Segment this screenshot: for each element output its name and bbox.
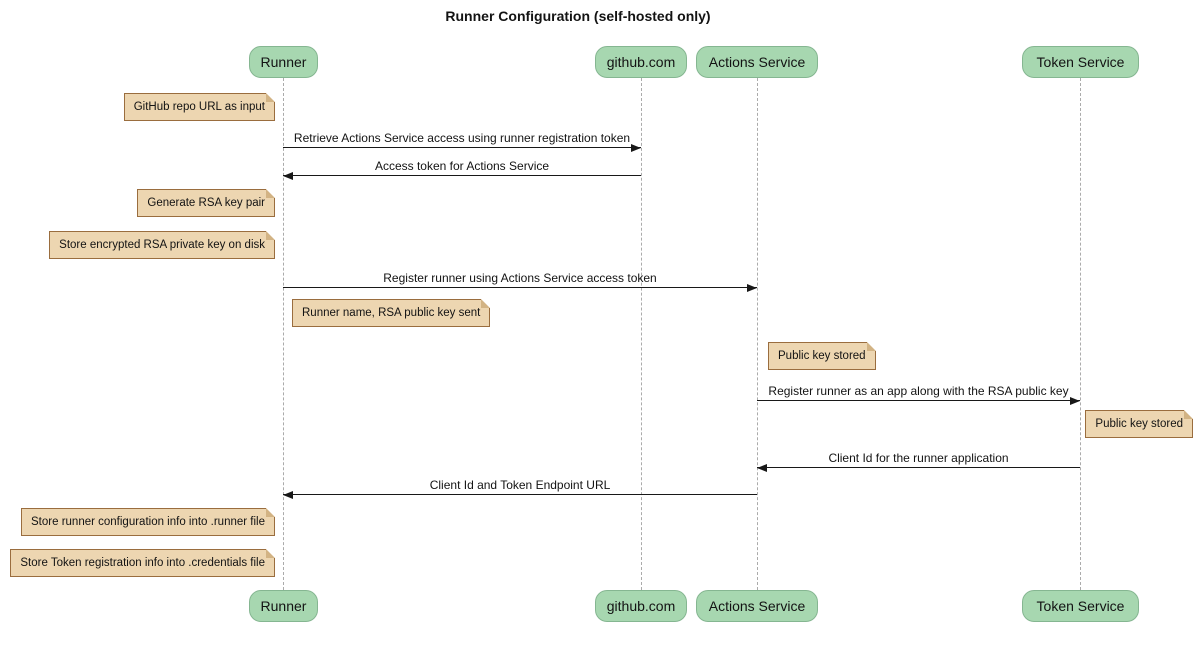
note-store-credentials-file: Store Token registration info into .cred…	[10, 549, 275, 577]
message-register-runner: Register runner using Actions Service ac…	[283, 271, 757, 292]
arrow-line	[757, 464, 1080, 472]
message-client-id-endpoint-url: Client Id and Token Endpoint URL	[283, 478, 757, 499]
arrow-line	[283, 172, 641, 180]
arrowhead-left-icon	[283, 172, 293, 180]
lifeline-runner	[283, 78, 284, 590]
arrowhead-right-icon	[747, 284, 757, 292]
note-public-key-stored-actions: Public key stored	[768, 342, 876, 370]
arrow-line	[283, 284, 757, 292]
note-github-repo-url: GitHub repo URL as input	[123, 93, 276, 121]
participant-github-bottom: github.com	[595, 590, 687, 622]
message-register-runner-app: Register runner as an app along with the…	[757, 384, 1080, 405]
arrow-line	[283, 144, 641, 152]
note-store-runner-file: Store runner configuration info into .ru…	[21, 508, 275, 536]
note-generate-rsa-keypair: Generate RSA key pair	[137, 189, 275, 217]
message-label: Access token for Actions Service	[374, 159, 550, 173]
lifeline-token-service	[1080, 78, 1081, 590]
lifeline-actions-service	[757, 78, 758, 590]
arrowhead-left-icon	[757, 464, 767, 472]
participant-actions-service-top: Actions Service	[696, 46, 818, 78]
participant-actions-service-bottom: Actions Service	[696, 590, 818, 622]
arrowhead-right-icon	[631, 144, 641, 152]
message-label: Client Id and Token Endpoint URL	[429, 478, 611, 492]
message-label: Client Id for the runner application	[828, 451, 1009, 465]
participant-token-service-bottom: Token Service	[1022, 590, 1139, 622]
arrowhead-right-icon	[1070, 397, 1080, 405]
lifeline-github	[641, 78, 642, 590]
message-retrieve-actions-access: Retrieve Actions Service access using ru…	[283, 131, 641, 152]
participant-github-top: github.com	[595, 46, 687, 78]
participant-token-service-top: Token Service	[1022, 46, 1139, 78]
message-label: Register runner as an app along with the…	[768, 384, 1069, 398]
participant-runner-bottom: Runner	[249, 590, 318, 622]
arrow-line	[283, 491, 757, 499]
message-label: Register runner using Actions Service ac…	[383, 271, 657, 285]
arrowhead-left-icon	[283, 491, 293, 499]
message-label: Retrieve Actions Service access using ru…	[293, 131, 631, 145]
note-public-key-stored-token: Public key stored	[1085, 410, 1193, 438]
diagram-title: Runner Configuration (self-hosted only)	[445, 8, 711, 24]
message-access-token-returned: Access token for Actions Service	[283, 159, 641, 180]
note-runner-name-pubkey: Runner name, RSA public key sent	[292, 299, 491, 327]
note-store-private-key: Store encrypted RSA private key on disk	[49, 231, 275, 259]
message-client-id-returned: Client Id for the runner application	[757, 451, 1080, 472]
participant-runner-top: Runner	[249, 46, 318, 78]
arrow-line	[757, 397, 1080, 405]
